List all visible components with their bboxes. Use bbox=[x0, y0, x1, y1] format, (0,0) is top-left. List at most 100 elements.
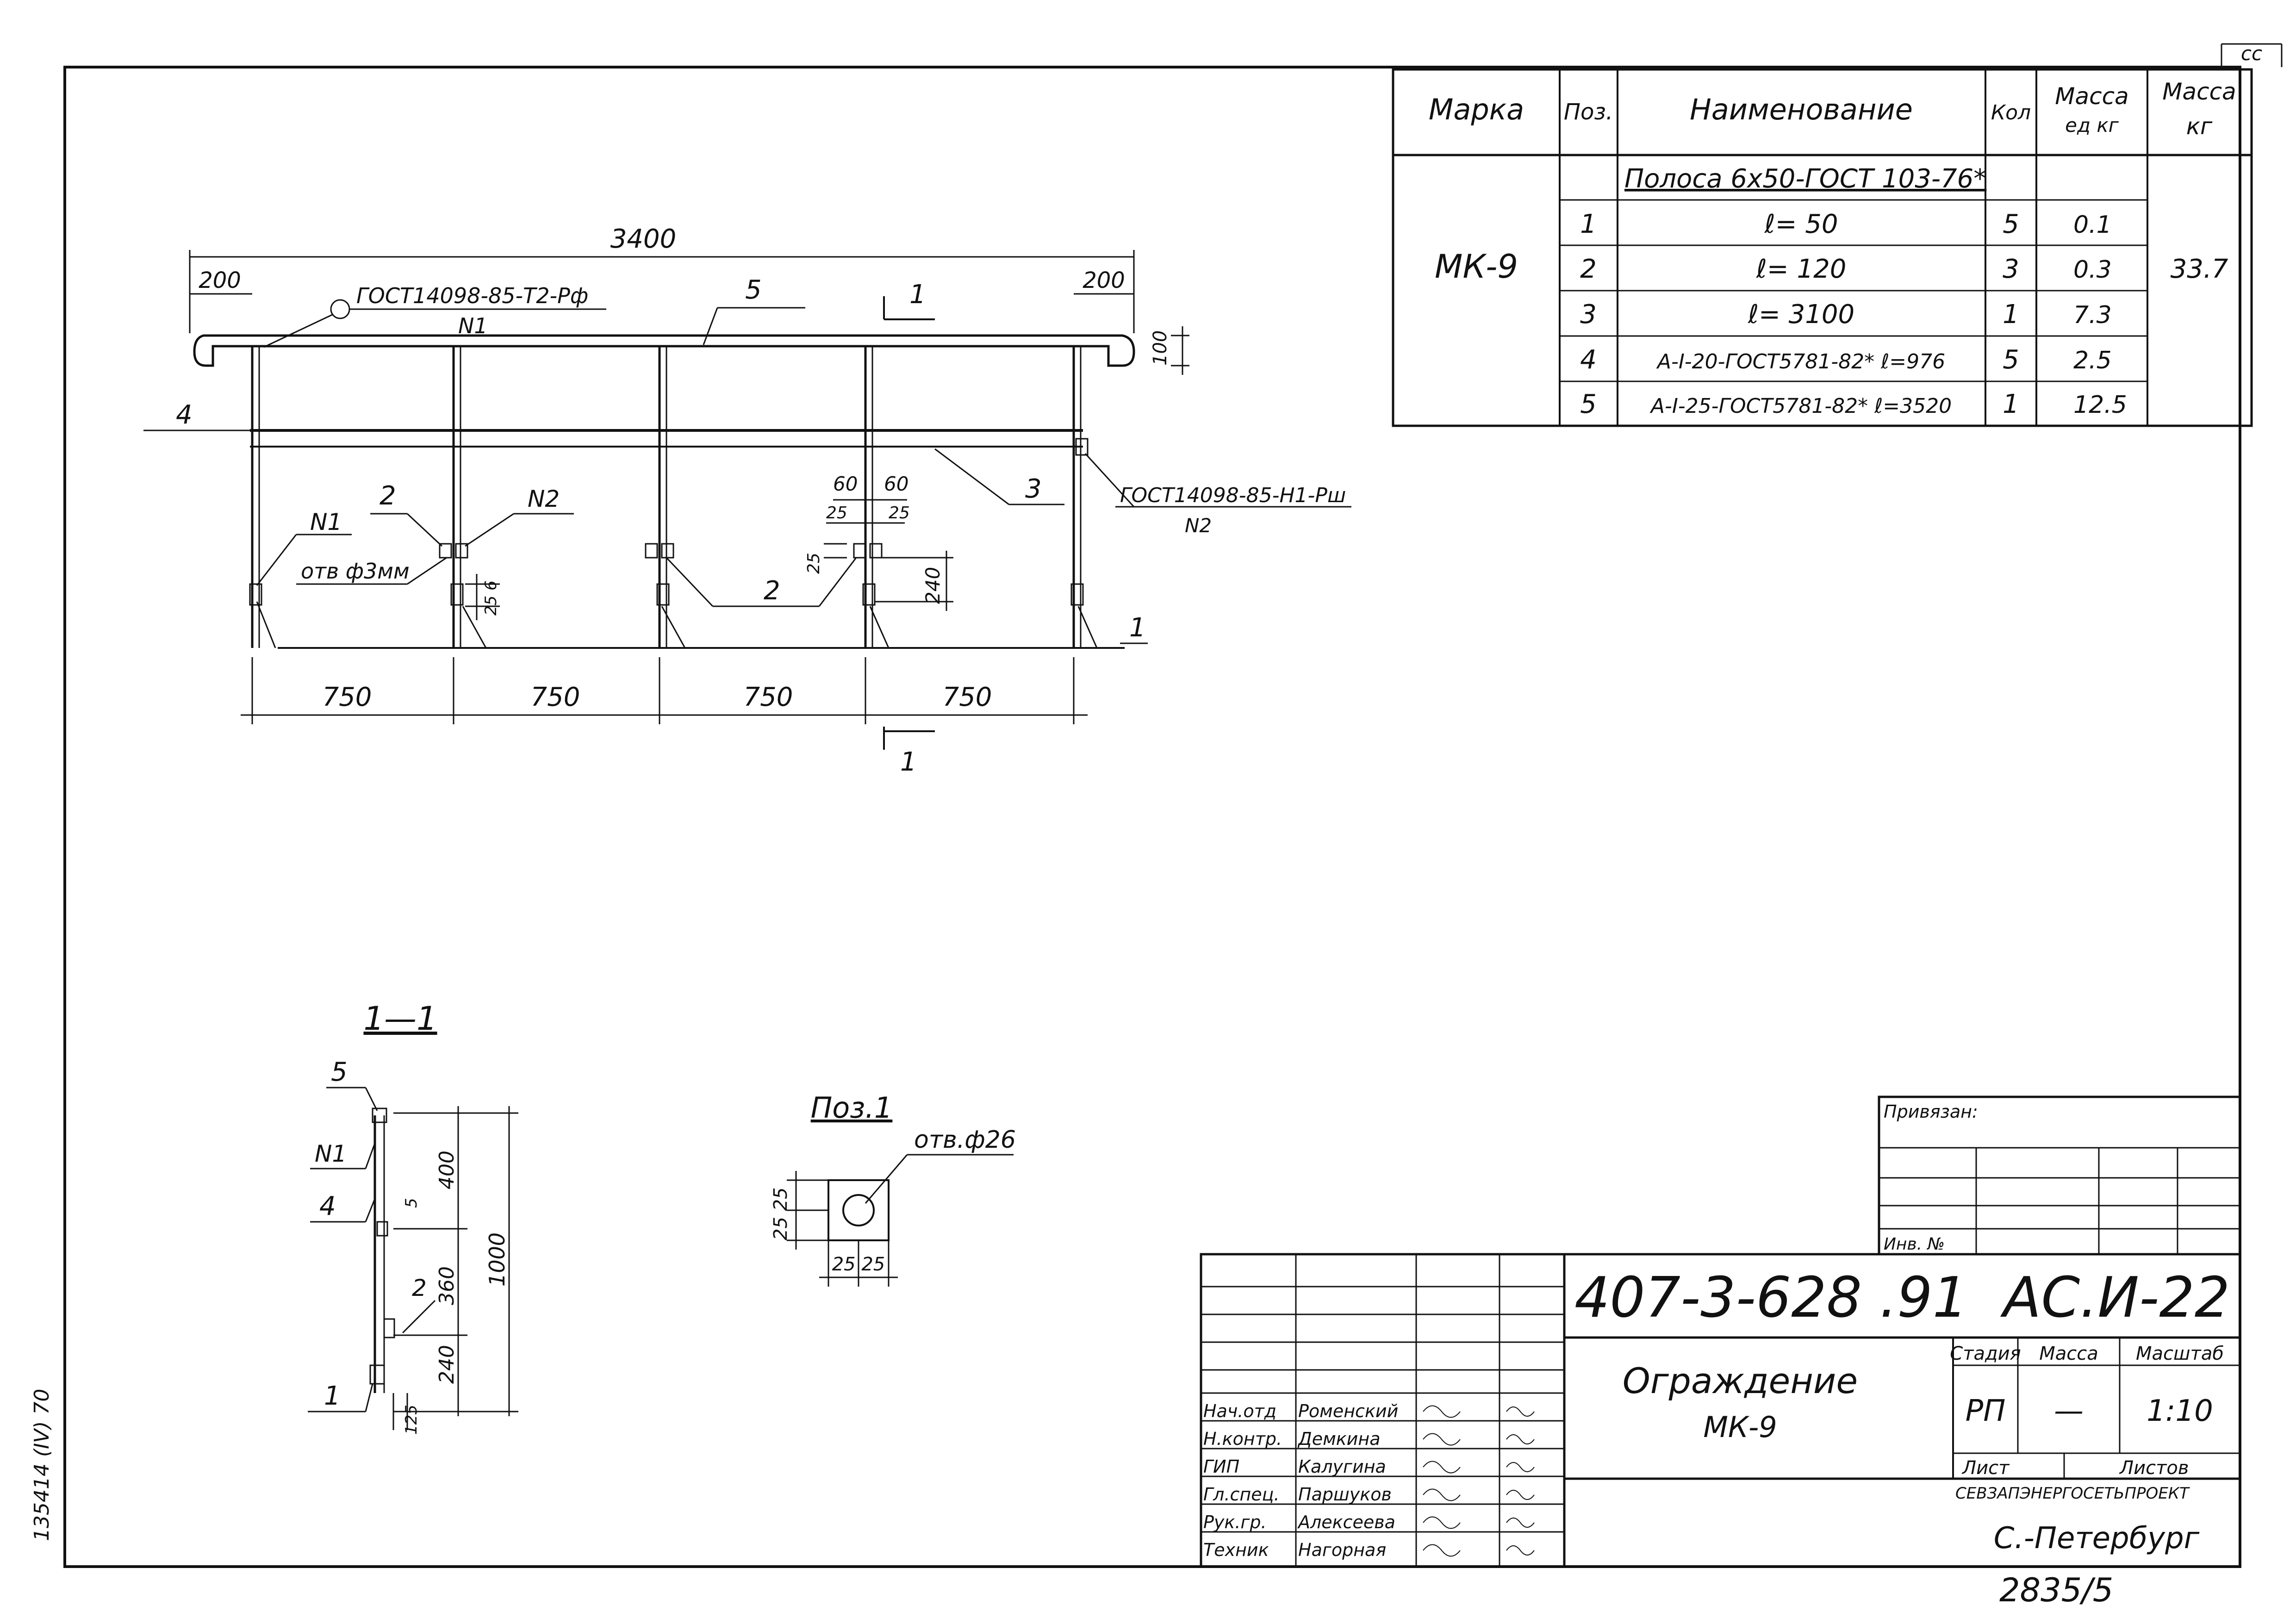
binding-block: Привязан: Инв. № bbox=[1878, 1095, 2241, 1256]
row-mass: 2.5 bbox=[2073, 347, 2112, 374]
dim-spacing-4: 750 bbox=[943, 682, 992, 712]
dim-5-section: 5 bbox=[402, 1198, 421, 1208]
spec-row: 3 ℓ= 3100 1 7.3 bbox=[1580, 299, 2112, 330]
detail-dims-bottom: 25 25 bbox=[832, 1254, 885, 1275]
header-pos: Поз. bbox=[1564, 99, 1613, 125]
row-pos: 5 bbox=[1580, 389, 1597, 419]
mass-label: Масса bbox=[2039, 1343, 2098, 1364]
person-role: Техник bbox=[1203, 1540, 1269, 1560]
dim-125: 125 bbox=[402, 1405, 421, 1435]
header-mark: Марка bbox=[1429, 93, 1524, 126]
header-unit-mass: Масса bbox=[2055, 83, 2128, 110]
hole-icon bbox=[842, 1194, 875, 1226]
row-name: ℓ= 3100 bbox=[1748, 299, 1854, 330]
person-role: ГИП bbox=[1203, 1456, 1239, 1477]
dim-25-6: 25 6 bbox=[482, 580, 500, 616]
total-mass-value: 33.7 bbox=[2171, 254, 2228, 284]
label-n1-left: N1 bbox=[310, 509, 342, 535]
row-pos: 2 bbox=[1580, 254, 1597, 284]
row-name: ℓ= 120 bbox=[1756, 254, 1847, 284]
row-qty: 3 bbox=[2003, 254, 2019, 284]
person-name: Демкина bbox=[1297, 1429, 1381, 1449]
weld-note-right-sub: N2 bbox=[1185, 514, 1212, 537]
row-mass: 0.1 bbox=[2073, 211, 2112, 239]
label-n2: N2 bbox=[528, 485, 560, 512]
dim-25a: 25 bbox=[826, 504, 847, 523]
section-mark-top: 1 bbox=[909, 280, 926, 310]
spec-row: 2 ℓ= 120 3 0.3 bbox=[1580, 254, 2112, 284]
stage-value: РП bbox=[1966, 1394, 2006, 1428]
row-mass: 0.3 bbox=[2073, 256, 2112, 284]
dim-240-section: 240 bbox=[435, 1345, 459, 1384]
row-qty: 1 bbox=[2003, 389, 2019, 419]
doc-code: 407-3-628 .91 АС.И-22 bbox=[1574, 1266, 2230, 1330]
mass-value: — bbox=[2054, 1394, 2084, 1428]
detail-hole-note: отв.ф26 bbox=[914, 1126, 1016, 1154]
row-qty: 1 bbox=[2003, 299, 2019, 330]
row-pos: 1 bbox=[1580, 209, 1597, 239]
weld-note-top-sub: N1 bbox=[458, 313, 488, 338]
person-name: Алексеева bbox=[1297, 1512, 1395, 1532]
dim-height: 100 bbox=[1150, 330, 1171, 366]
header-unit-mass-sub: ед кг bbox=[2065, 114, 2119, 137]
sec-label-5: 5 bbox=[331, 1057, 348, 1087]
dim-1000: 1000 bbox=[485, 1232, 510, 1287]
spec-row: 1 ℓ= 50 5 0.1 bbox=[1580, 209, 2112, 239]
header-total-mass: Масса bbox=[2162, 78, 2236, 105]
row-pos: 3 bbox=[1580, 299, 1597, 330]
binding-title: Привязан: bbox=[1884, 1101, 1978, 1122]
section-view: 1—1 400 360 240 1000 125 5 5 N1 4 2 bbox=[308, 1000, 518, 1435]
dim-25c: 25 bbox=[804, 553, 823, 574]
city: С.-Петербург bbox=[1994, 1521, 2200, 1556]
label-pos-4: 4 bbox=[176, 400, 193, 430]
row-name: А-I-20-ГОСТ5781-82* ℓ=976 bbox=[1656, 350, 1945, 373]
detail-dims-left: 25 25 bbox=[770, 1187, 791, 1240]
dim-240: 240 bbox=[921, 567, 944, 604]
scale-label: Масштаб bbox=[2136, 1343, 2224, 1364]
label-pos-1: 1 bbox=[1129, 613, 1146, 643]
row-qty: 5 bbox=[2003, 209, 2019, 239]
person-name: Паршуков bbox=[1298, 1484, 1392, 1505]
binding-inv: Инв. № bbox=[1884, 1235, 1945, 1254]
sheet-number: 2835/5 bbox=[1999, 1571, 2113, 1609]
dim-60a: 60 bbox=[833, 473, 858, 495]
dim-spacing-1: 750 bbox=[323, 682, 372, 712]
row-mass: 12.5 bbox=[2073, 391, 2127, 419]
title-block: Нач.отд Роменский Н.контр. Демкина ГИП К… bbox=[1200, 1253, 2241, 1568]
weld-note-top: ГОСТ14098-85-Т2-Рф bbox=[356, 283, 588, 308]
front-view: 3400 200 200 100 4 bbox=[143, 224, 1351, 777]
drawing-subtitle: МК-9 bbox=[1703, 1410, 1777, 1444]
label-pos-5: 5 bbox=[745, 275, 762, 305]
spec-row: 4 А-I-20-ГОСТ5781-82* ℓ=976 5 2.5 bbox=[1580, 345, 2112, 375]
dim-spacing-2: 750 bbox=[531, 682, 580, 712]
person-role: Рук.гр. bbox=[1203, 1512, 1267, 1532]
mark-value: МК-9 bbox=[1435, 248, 1518, 286]
row-mass: 7.3 bbox=[2073, 301, 2112, 329]
drawing-title: Ограждение bbox=[1623, 1360, 1858, 1401]
hole-note: отв ф3мм bbox=[301, 559, 410, 584]
sheet-frame: cc 135414 (IV) 70 2835/5 bbox=[30, 42, 2283, 1609]
signature-marks bbox=[1423, 1405, 1535, 1557]
header-name: Наименование bbox=[1690, 93, 1913, 126]
person-name: Роменский bbox=[1298, 1401, 1398, 1421]
section-title: 1—1 bbox=[363, 1000, 437, 1038]
sec-label-4: 4 bbox=[319, 1191, 336, 1221]
dim-60b: 60 bbox=[884, 473, 908, 495]
row-qty: 5 bbox=[2003, 345, 2019, 375]
row-name: А-I-25-ГОСТ5781-82* ℓ=3520 bbox=[1649, 394, 1952, 418]
header-total-mass-sub: кг bbox=[2186, 113, 2213, 140]
stage-label: Стадия bbox=[1950, 1343, 2021, 1364]
sec-label-2: 2 bbox=[412, 1275, 427, 1301]
section-mark-bottom: 1 bbox=[900, 747, 917, 777]
sheets-label: Листов bbox=[2119, 1457, 2189, 1479]
sec-label-n1: N1 bbox=[315, 1140, 347, 1167]
person-role: Н.контр. bbox=[1203, 1429, 1282, 1449]
dim-end-left: 200 bbox=[199, 268, 241, 293]
organization: СЕВЗАПЭНЕРГОСЕТЬПРОЕКТ bbox=[1955, 1484, 2190, 1503]
side-stamp: 135414 (IV) 70 bbox=[30, 1389, 54, 1541]
dim-400: 400 bbox=[435, 1151, 459, 1189]
sheet-label: Лист bbox=[1961, 1457, 2010, 1479]
dim-overall: 3400 bbox=[610, 224, 677, 254]
scale-value: 1:10 bbox=[2147, 1394, 2213, 1428]
